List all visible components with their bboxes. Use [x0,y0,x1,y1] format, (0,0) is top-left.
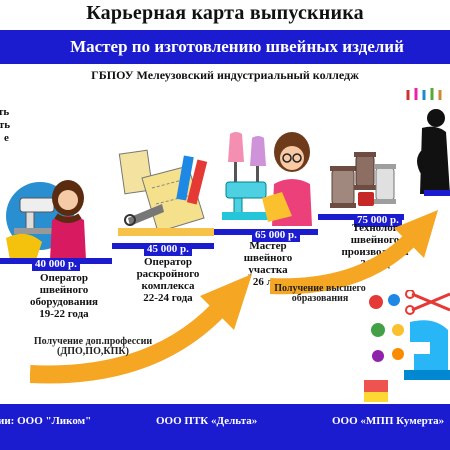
salary-badge-3: 65 000 р. [252,229,300,242]
sewing-operator-icon [6,180,86,260]
profession-banner: Мастер по изготовлению швейных изделий [0,30,450,64]
higher-education-line-2: образования [291,293,349,304]
career-step-2: Оператор раскройного комплекса 22-24 год… [116,256,220,304]
salary-badge-1: 40 000 р. [32,258,80,271]
extra-profession-line-1: Получение доп.профессии [33,336,153,347]
career-arrow-2 [270,210,438,295]
left-cutoff-text: ть сть е [0,106,18,145]
step-4-line-2: швейного [350,234,400,246]
employers-band: ии: ООО "Ликом" ООО ПТК «Дельта» ООО «МП… [0,404,450,450]
salary-badge-2: 45 000 р. [144,243,192,256]
step-3-line-3: участка [248,264,288,276]
salary-badge-4: 75 000 р. [354,214,402,227]
step-1-line-4: 19-22 года [39,308,89,320]
employer-right: ООО «МПП Кумерта» [332,415,445,427]
step-2-line-1: Оператор [144,256,192,268]
career-arrow-1 [30,274,252,384]
higher-education-line-1: Получение высшего [274,283,366,294]
page-title: Карьерная карта выпускника [86,2,364,24]
cutoff-line-1: ть [0,106,10,118]
sewing-supplies-icon [364,290,450,402]
step-1-line-2: швейного [39,284,89,296]
extra-profession-label: Получение доп.профессии (ДПО,ПО,КПК) [28,337,158,357]
mannequin-workshop-icon [222,132,312,226]
step-1-line-1: Оператор [40,272,88,284]
step-2-line-4: 22-24 года [143,292,193,304]
step-3-line-1: Мастер [249,240,287,252]
step-2-line-3: комплекса [141,280,195,292]
step-4-line-1: Технолог [352,222,398,234]
college-name: ГБПОУ Мелеузовский индустриальный коллед… [91,68,359,82]
career-step-1: Оператор швейного оборудования 19-22 год… [14,272,114,320]
extra-profession-line-2: (ДПО,ПО,КПК) [57,346,129,357]
step-2-line-2: раскройного [136,268,200,280]
step-1-line-3: оборудования [30,296,98,308]
step-3-line-2: швейного [243,252,293,264]
employer-middle: ООО ПТК «Дельта» [156,415,258,427]
thread-spools-icon [330,152,396,208]
fabric-rolls-icon [118,149,214,236]
cutoff-line-2: сть [0,119,11,131]
tailor-silhouette-icon [406,88,450,194]
higher-education-label: Получение высшего образования [270,284,370,304]
cutoff-line-3: е [4,132,9,144]
profession-title: Мастер по изготовлению швейных изделий [70,37,404,56]
employer-left: ии: ООО "Ликом" [0,415,92,427]
career-bar-5 [424,190,450,196]
